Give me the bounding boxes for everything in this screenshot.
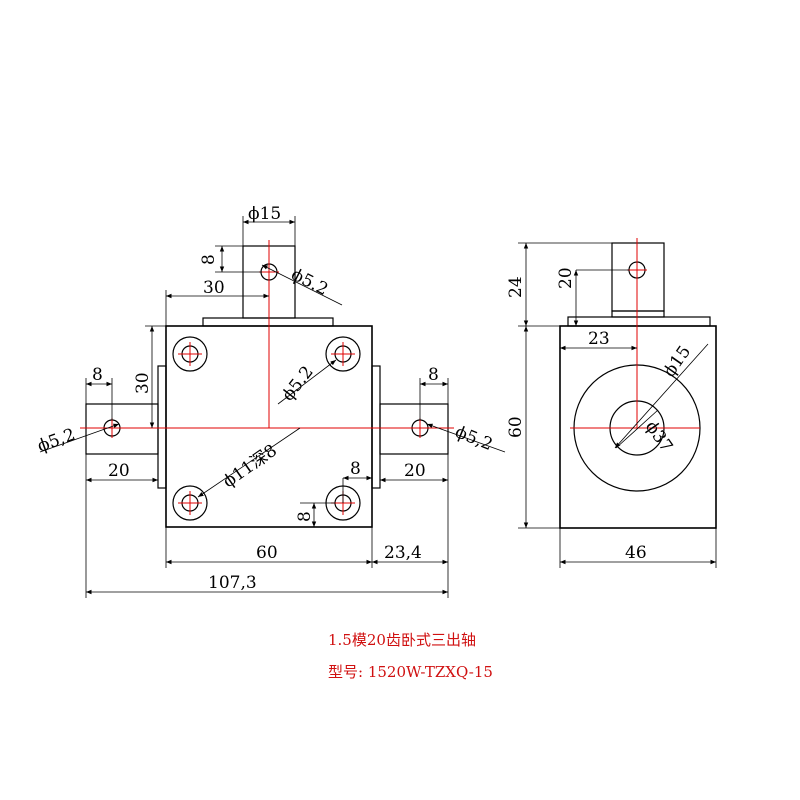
dim-top-hole-dia: ϕ5.2: [288, 265, 331, 300]
dim-left-hole-dia: ϕ5,2: [35, 425, 78, 457]
dim-right-hole-offset: 8: [428, 365, 439, 385]
side-view: 24 20 23 60 ϕ15 ϕ37 46: [506, 238, 717, 568]
caption-line-1: 1.5模20齿卧式三出轴: [328, 631, 476, 649]
dim-left-shaft-pos: 30: [133, 372, 153, 394]
caption-line-2: 型号: 1520W-TZXQ-15: [328, 663, 493, 681]
dim-top-shaft-pos: 30: [203, 278, 225, 298]
dim-boss-dia: ϕ11深8: [219, 441, 280, 492]
dim-side-body-width: 46: [625, 543, 647, 563]
dim-body-width: 60: [256, 543, 278, 563]
right-flange: [371, 365, 381, 489]
dim-right-shaft-len: 20: [404, 461, 426, 481]
dim-mount-hole-dia: ϕ5.2: [278, 362, 318, 405]
left-flange: [157, 365, 167, 489]
dim-top-hole-offset: 8: [199, 254, 219, 265]
dim-top-shaft-dia: ϕ15: [248, 204, 281, 224]
dim-bottom-hole-y: 8: [295, 511, 315, 522]
dim-side-shaft-height: 24: [506, 276, 526, 298]
right-shaft: [379, 403, 449, 455]
dim-side-inner-dia: ϕ37: [641, 417, 676, 456]
dim-right-overhang: 23,4: [384, 543, 422, 563]
side-top-shaft: [611, 242, 665, 312]
dim-side-bore-dia: ϕ15: [660, 342, 695, 381]
dim-right-hole-dia: ϕ5,2: [452, 422, 495, 455]
dim-left-shaft-len: 20: [108, 461, 130, 481]
dim-side-shaft-offset: 23: [588, 329, 610, 349]
dim-side-hole-height: 20: [556, 267, 576, 289]
side-body: [559, 325, 717, 529]
side-flange: [567, 316, 711, 327]
side-shaft-collar: [611, 310, 665, 318]
dim-bottom-hole-x: 8: [350, 459, 361, 479]
dim-overall-width: 107,3: [208, 573, 257, 593]
left-shaft: [85, 403, 159, 455]
dim-left-hole-offset: 8: [92, 365, 103, 385]
dim-side-body-height: 60: [506, 416, 526, 438]
front-view: ϕ15 8 30 ϕ5.2 30 8 ϕ5,2 20 ϕ5.2: [35, 204, 506, 598]
top-flange: [202, 317, 334, 327]
